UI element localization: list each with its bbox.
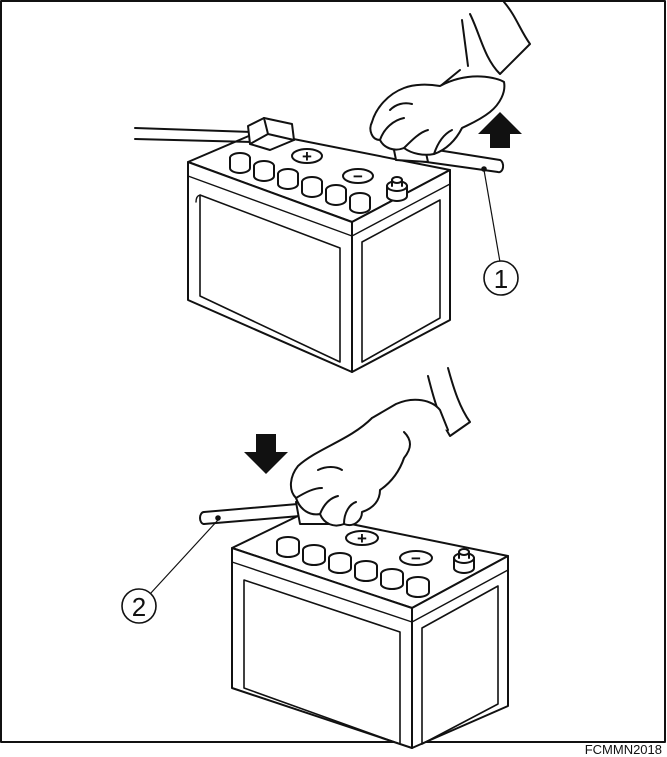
bottom-battery: + − 2	[121, 367, 509, 749]
bottom-negative-mark-circle	[399, 550, 433, 566]
up-arrow-icon	[478, 112, 522, 148]
top-positive-mark-circle	[291, 148, 323, 164]
callout-1-leader	[483, 169, 501, 263]
top-battery: + −	[134, 1, 531, 373]
callout-2-leader	[149, 519, 219, 595]
callout-2-number: 2	[132, 592, 146, 622]
top-hand	[369, 1, 531, 156]
top-terminal-post	[386, 176, 408, 202]
top-cell-caps	[229, 152, 371, 214]
bottom-terminal-post	[453, 548, 475, 574]
callout-1-number: 1	[494, 264, 508, 294]
bottom-positive-mark: +	[357, 529, 367, 548]
bottom-cell-caps	[276, 536, 430, 598]
callout-2-circle	[121, 588, 157, 624]
bottom-hand	[290, 367, 471, 527]
top-positive-mark: +	[302, 147, 312, 166]
top-left-cable	[134, 117, 295, 151]
top-negative-mark: −	[353, 167, 363, 186]
bottom-positive-mark-circle	[345, 530, 379, 546]
bottom-negative-mark: −	[411, 549, 421, 568]
down-arrow-icon	[244, 434, 288, 474]
callout-1-circle	[483, 260, 519, 296]
figure-code: FCMMN2018	[585, 742, 662, 757]
top-negative-mark-circle	[342, 168, 374, 184]
